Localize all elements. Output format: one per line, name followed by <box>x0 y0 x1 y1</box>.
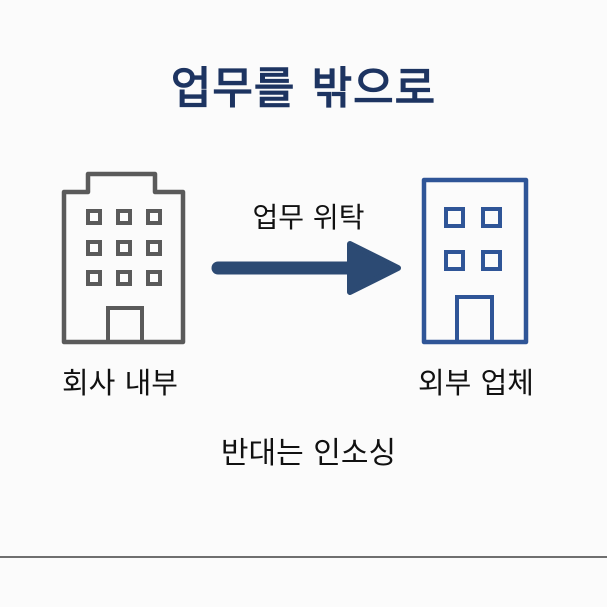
target-label: 외부 업체 <box>418 366 534 400</box>
divider <box>0 556 607 558</box>
note-label: 반대는 인소싱 <box>220 436 397 471</box>
page-title: 업무를 밖으로 <box>170 63 437 114</box>
office-building-icon <box>61 171 186 345</box>
flow-label: 업무 위탁 <box>252 201 365 234</box>
source-label: 회사 내부 <box>62 366 178 400</box>
office-building-icon <box>421 177 529 345</box>
right-arrow-icon <box>211 241 401 295</box>
